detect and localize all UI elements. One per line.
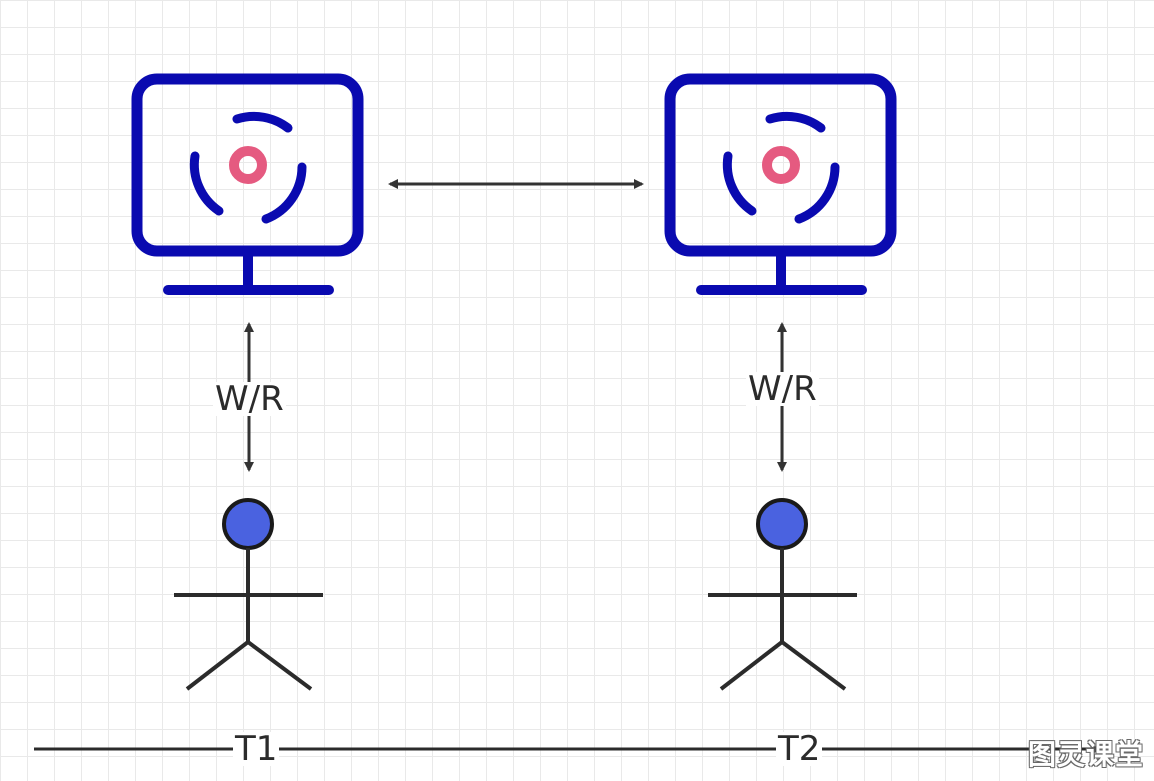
rw-label-right: W/R [746,369,819,409]
monitor-icon-right [664,73,897,295]
person-icon-right [708,498,857,691]
rw-label-left: W/R [213,379,286,419]
monitor-icon-left [131,73,364,295]
target-icon-right [722,111,840,224]
timeline-label-t1: T1 [233,729,280,769]
target-icon-left [189,111,307,224]
person-icon-left [174,498,323,691]
timeline-label-t2: T2 [776,729,823,769]
watermark-logo: 图灵课堂 [1027,738,1144,771]
